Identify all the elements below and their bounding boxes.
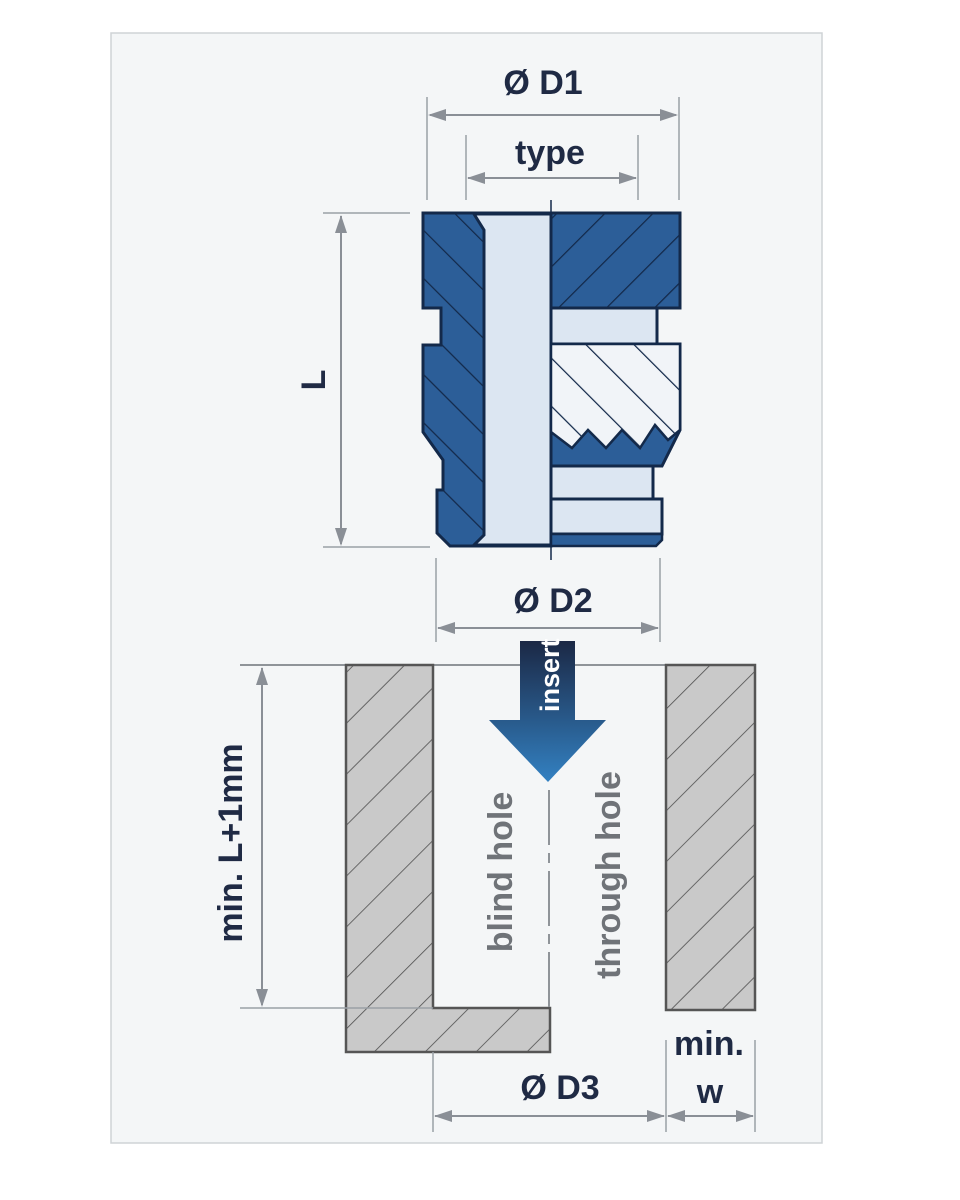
threaded-insert	[421, 200, 682, 560]
length-label: L	[295, 370, 333, 391]
insert-collar	[549, 464, 655, 501]
min-depth-dimension: min. L+1mm	[212, 667, 433, 1009]
insert-thread	[549, 342, 682, 450]
min-wall-dimension: min. w	[667, 1025, 756, 1132]
insert-collar-lower	[549, 497, 664, 536]
min-label: min.	[674, 1025, 744, 1063]
min-depth-label: min. L+1mm	[212, 743, 250, 942]
length-dimension: L	[295, 212, 430, 548]
d3-label: Ø D3	[520, 1069, 599, 1107]
through-hole-wall	[664, 663, 757, 1012]
d1-label: Ø D1	[503, 64, 582, 102]
type-dimension: type	[465, 134, 639, 200]
d2-label: Ø D2	[513, 582, 592, 620]
type-label: type	[515, 134, 585, 172]
insert-groove	[549, 306, 659, 346]
insert-bore	[470, 212, 553, 547]
blind-hole-wall	[344, 663, 552, 1054]
blind-hole-label: blind hole	[482, 792, 520, 953]
workpiece	[240, 663, 757, 1054]
insert-arrow: insert	[489, 638, 606, 782]
w-label: w	[696, 1073, 724, 1111]
d1-dimension: Ø D1	[426, 64, 680, 200]
insert-label: insert	[535, 638, 565, 712]
d2-dimension: Ø D2	[435, 558, 661, 642]
insert-head	[549, 211, 682, 310]
through-hole-label: through hole	[590, 771, 628, 979]
d3-dimension: Ø D3	[432, 1040, 667, 1132]
